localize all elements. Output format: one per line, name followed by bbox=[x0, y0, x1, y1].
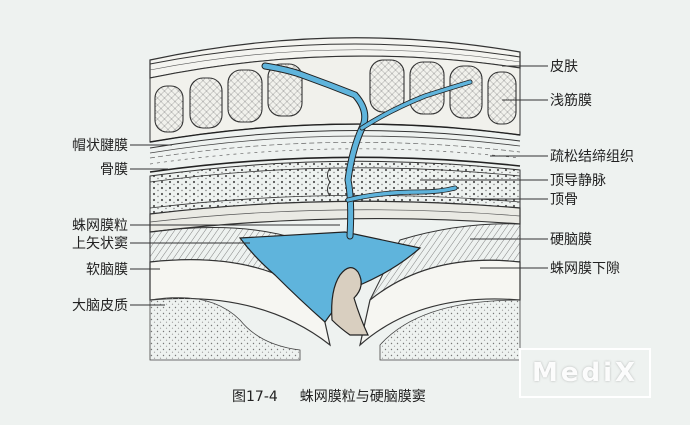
figure-caption: 图17-4 蛛网膜粒与硬脑膜窦 bbox=[232, 386, 426, 406]
arachnoid-granulation bbox=[331, 267, 369, 336]
label-subarachnoid-space: 蛛网膜下隙 bbox=[550, 261, 620, 277]
label-galea: 帽状腱膜 bbox=[72, 138, 128, 154]
label-cerebral-cortex: 大脑皮质 bbox=[72, 298, 128, 314]
label-superficial-fascia: 浅筋膜 bbox=[550, 93, 592, 109]
label-loose-connective-tissue: 疏松结缔组织 bbox=[550, 149, 634, 165]
galea-layer bbox=[149, 123, 521, 154]
label-parietal-emissary-vein: 顶导静脉 bbox=[550, 173, 606, 189]
label-dura-mater: 硬脑膜 bbox=[550, 232, 592, 248]
periosteum-line bbox=[149, 156, 521, 173]
figure-number: 图17-4 bbox=[232, 389, 278, 405]
loose-connective-layer bbox=[149, 141, 521, 165]
label-parietal-bone: 顶骨 bbox=[550, 192, 578, 208]
figure-title: 蛛网膜粒与硬脑膜窦 bbox=[299, 389, 426, 405]
label-pia-mater: 软脑膜 bbox=[86, 262, 128, 278]
label-periosteum: 骨膜 bbox=[100, 162, 128, 178]
watermark-logo: MediX bbox=[519, 348, 651, 398]
label-arachnoid-granulation: 蛛网膜粒 bbox=[72, 218, 128, 234]
label-skin: 皮肤 bbox=[550, 59, 578, 75]
emissary-vein bbox=[261, 62, 473, 240]
leader-lines bbox=[130, 65, 548, 306]
superficial-fascia-layer bbox=[149, 55, 521, 143]
superior-sagittal-sinus bbox=[238, 231, 422, 323]
label-superior-sagittal-sinus: 上矢状窦 bbox=[72, 236, 128, 252]
